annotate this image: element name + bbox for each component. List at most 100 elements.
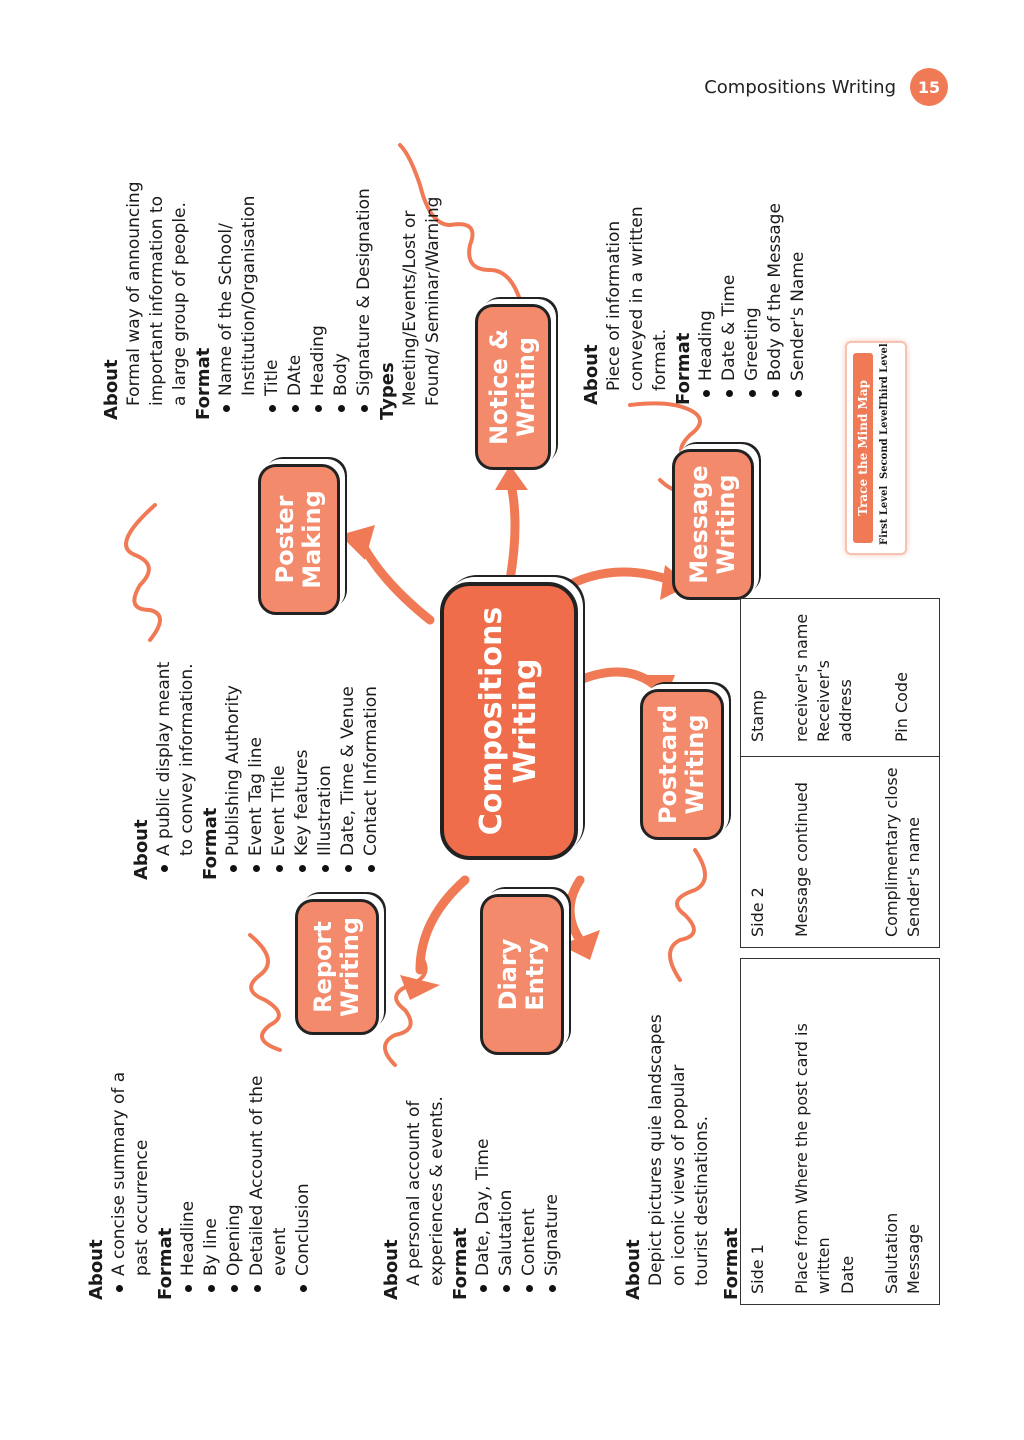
format-heading: Format	[193, 347, 214, 420]
node-label: Diary	[494, 938, 522, 1011]
list-item: Opening	[223, 1040, 246, 1286]
about-heading: About	[581, 344, 602, 405]
list-item: Date, Day, Time	[472, 1060, 495, 1286]
arrow-to-message	[555, 567, 675, 595]
text: past occurrence	[132, 1139, 152, 1276]
legend-title: Trace the Mind Map	[853, 353, 873, 543]
format-heading: Format	[673, 332, 694, 405]
list-item: Key features	[291, 640, 314, 866]
legend-third-level: Third Level	[879, 343, 890, 407]
list-item: Date, Time & Venue	[337, 640, 360, 866]
text: on iconic views of popular	[669, 1064, 689, 1286]
squiggle-notice	[398, 143, 522, 302]
text: Message continued	[792, 782, 811, 937]
side1-title: Side 1	[748, 1244, 767, 1294]
about-heading: About	[86, 1239, 107, 1300]
text: Stamp	[748, 690, 767, 742]
diary-entry-details: About A personal account of experiences …	[380, 1060, 564, 1300]
text: A concise summary of a	[109, 1071, 129, 1276]
list-item: Illustration	[314, 640, 337, 866]
node-label: Postcard	[654, 704, 682, 825]
format-heading: Format	[155, 1227, 176, 1300]
text: event	[270, 1227, 290, 1276]
node-label: Poster	[271, 495, 299, 584]
text: conveyed in a written	[627, 206, 647, 391]
about-heading: About	[623, 1239, 644, 1300]
text: a large group of people.	[170, 202, 190, 406]
center-label-line1: Compositions	[474, 606, 509, 836]
postcard-side1-table: Side 1 Place from Where the post card is…	[740, 958, 940, 1305]
arrow-to-diary	[565, 875, 585, 945]
squiggle-report	[248, 933, 282, 1052]
node-label: Writing	[336, 916, 364, 1018]
list-item: Salutation	[495, 1060, 518, 1286]
format-heading: Format	[200, 807, 221, 880]
node-label: Writing	[681, 714, 709, 815]
list-item: Body of the Message	[764, 165, 787, 391]
postcard-details: About Depict pictures quie landscapes on…	[622, 980, 743, 1300]
list-item: Date & Time	[718, 165, 741, 391]
text: Meeting/Events/Lost or	[400, 210, 420, 406]
text: Pin Code	[892, 672, 911, 742]
arrow-to-poster	[355, 535, 435, 625]
side2-title: Side 2	[748, 887, 767, 937]
text: address	[836, 679, 855, 742]
list-item: Title	[261, 130, 284, 406]
message-writing-details: About Piece of information conveyed in a…	[580, 165, 810, 405]
text: Depict pictures quie landscapes	[646, 1014, 666, 1286]
list-item: Contact Information	[360, 640, 383, 866]
text: receiver's name	[792, 613, 811, 742]
squiggle-diary	[383, 953, 428, 1067]
list-item: By line	[200, 1040, 223, 1286]
squiggle-poster	[124, 503, 162, 642]
text: Complimentary close	[882, 767, 901, 937]
arrow-to-notice	[505, 475, 520, 585]
list-item: Sender's Name	[787, 165, 810, 391]
text: Formal way of announcing	[124, 181, 144, 407]
text: Salutation	[882, 1212, 901, 1294]
text: to convey information.	[177, 663, 197, 857]
text: important information to	[147, 196, 167, 406]
list-item: Event Title	[268, 640, 291, 866]
node-label: Notice &	[485, 328, 513, 446]
page-number-badge: 15	[910, 68, 948, 106]
legend-second-level: Second Level	[879, 405, 890, 479]
text: tourist destinations.	[692, 1116, 712, 1286]
about-heading: About	[381, 1239, 402, 1300]
text: Sender's name	[904, 817, 923, 937]
node-label: Entry	[521, 938, 549, 1011]
list-item: Heading	[307, 130, 330, 406]
text: Receiver's	[814, 660, 833, 742]
text: written	[814, 1237, 833, 1294]
text: A public display meant	[154, 661, 174, 856]
list-item: Conclusion	[292, 1040, 315, 1286]
text: Found/ Seminar/Warning	[423, 196, 443, 406]
text: A personal account of	[404, 1100, 424, 1286]
node-label: Writing	[712, 474, 740, 575]
text: Place from Where the post card is	[792, 1023, 811, 1294]
node-notice-writing: Notice &Writing	[475, 304, 551, 470]
node-label: Report	[309, 921, 337, 1013]
node-label: Message	[685, 465, 713, 584]
list-item: Content	[518, 1060, 541, 1286]
center-label-line2: Writing	[508, 658, 543, 784]
about-heading: About	[101, 359, 122, 420]
notice-writing-details: About Formal way of announcing important…	[100, 130, 445, 421]
list-item: Publishing Authority	[222, 640, 245, 866]
types-heading: Types	[377, 362, 398, 420]
node-label: Making	[298, 490, 326, 589]
list-item: Signature & Designation	[353, 130, 376, 406]
list-item: DAte	[284, 130, 307, 406]
list-item: Body	[330, 130, 353, 406]
text: Message	[904, 1223, 923, 1294]
page-header: Compositions Writing 15	[704, 68, 948, 106]
legend-first-level: First Level	[879, 485, 890, 545]
